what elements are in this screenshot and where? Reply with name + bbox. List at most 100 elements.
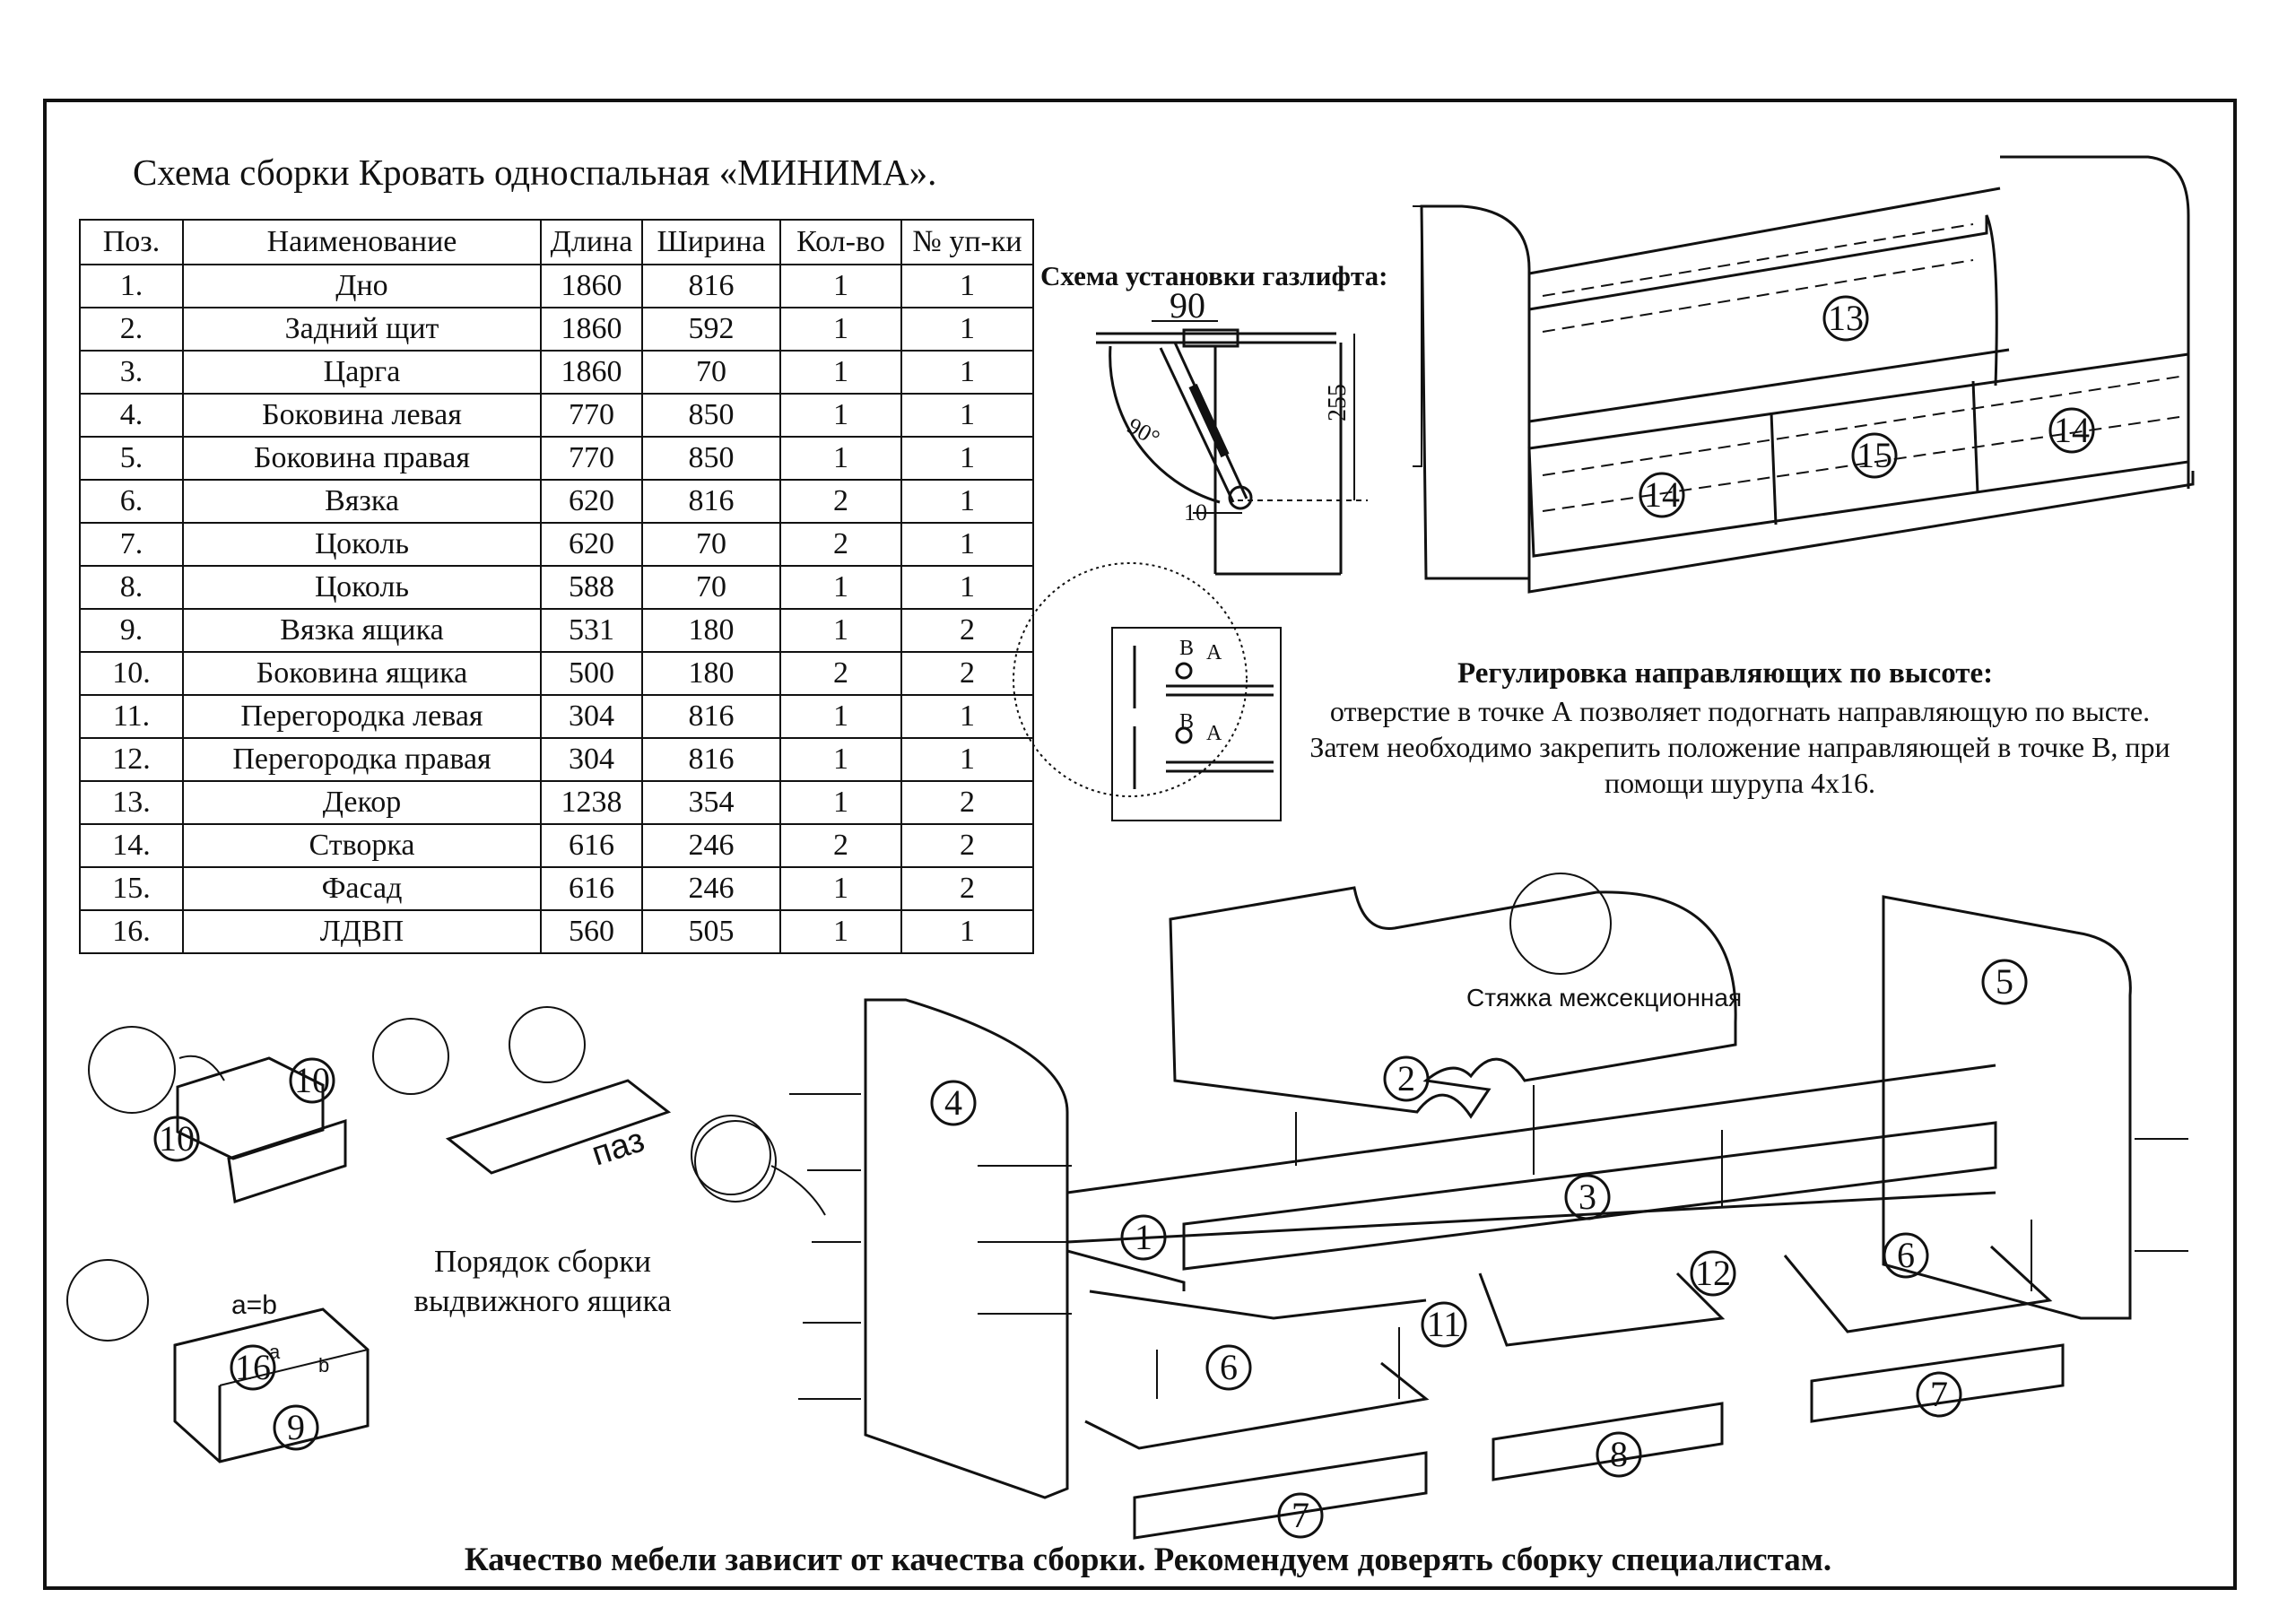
point-a-bottom: А bbox=[1206, 722, 1222, 745]
cell-pos: 7. bbox=[79, 522, 184, 567]
drawer-label-9: 9 bbox=[287, 1407, 305, 1447]
cell-length: 770 bbox=[540, 436, 643, 481]
cell-pos: 6. bbox=[79, 479, 184, 524]
cell-qty: 1 bbox=[779, 737, 902, 782]
cell-length: 1860 bbox=[540, 264, 643, 308]
cell-pos: 9. bbox=[79, 608, 184, 653]
cell-pack: 2 bbox=[900, 651, 1034, 696]
main-label-8: 8 bbox=[1610, 1434, 1628, 1474]
ab-label: a=b bbox=[231, 1290, 277, 1320]
header-pos: Поз. bbox=[79, 219, 184, 265]
cell-pack: 2 bbox=[900, 823, 1034, 868]
adjust-text: отверстие в точке А позволяет подогнать … bbox=[1309, 695, 2170, 799]
cell-length: 1860 bbox=[540, 307, 643, 352]
cell-width: 70 bbox=[641, 522, 781, 567]
cell-width: 180 bbox=[641, 651, 781, 696]
cell-pack: 1 bbox=[900, 694, 1034, 739]
main-label-1: 1 bbox=[1135, 1217, 1152, 1257]
point-b-bottom: В bbox=[1179, 710, 1194, 734]
cell-pack: 1 bbox=[900, 436, 1034, 481]
cell-width: 816 bbox=[641, 264, 781, 308]
cell-qty: 1 bbox=[779, 780, 902, 825]
cell-pack: 2 bbox=[900, 608, 1034, 653]
cell-length: 560 bbox=[540, 909, 643, 954]
cell-qty: 1 bbox=[779, 393, 902, 438]
cell-qty: 1 bbox=[779, 350, 902, 395]
cell-pos: 3. bbox=[79, 350, 184, 395]
cell-length: 304 bbox=[540, 694, 643, 739]
cell-name: Боковина левая bbox=[182, 393, 542, 438]
cell-pack: 1 bbox=[900, 909, 1034, 954]
header-pack: № уп-ки bbox=[900, 219, 1034, 265]
main-label-11: 11 bbox=[1427, 1304, 1462, 1344]
cell-name: Перегородка левая bbox=[182, 694, 542, 739]
cell-pos: 14. bbox=[79, 823, 184, 868]
main-label-7-right: 7 bbox=[1930, 1374, 1948, 1414]
cell-qty: 1 bbox=[779, 866, 902, 911]
cell-name: Боковина ящика bbox=[182, 651, 542, 696]
cell-width: 180 bbox=[641, 608, 781, 653]
cell-pack: 1 bbox=[900, 479, 1034, 524]
cell-name: Вязка bbox=[182, 479, 542, 524]
cell-width: 354 bbox=[641, 780, 781, 825]
header-name: Наименование bbox=[182, 219, 542, 265]
cell-qty: 1 bbox=[779, 608, 902, 653]
cell-pack: 2 bbox=[900, 780, 1034, 825]
cell-pack: 1 bbox=[900, 565, 1034, 610]
cell-length: 500 bbox=[540, 651, 643, 696]
main-label-4: 4 bbox=[944, 1082, 962, 1123]
cell-pos: 13. bbox=[79, 780, 184, 825]
cell-width: 70 bbox=[641, 350, 781, 395]
cell-name: Фасад bbox=[182, 866, 542, 911]
gaslift-dim-bottom: 10 bbox=[1184, 499, 1207, 525]
cell-pack: 1 bbox=[900, 522, 1034, 567]
cell-pack: 1 bbox=[900, 393, 1034, 438]
cell-name: Задний щит bbox=[182, 307, 542, 352]
cell-width: 246 bbox=[641, 823, 781, 868]
cell-width: 816 bbox=[641, 737, 781, 782]
header-length: Длина bbox=[540, 219, 643, 265]
cell-qty: 1 bbox=[779, 436, 902, 481]
gaslift-dim-side: 255 bbox=[1324, 384, 1352, 421]
cell-name: ЛДВП bbox=[182, 909, 542, 954]
exploded-view: Стяжка межсекционная bbox=[691, 873, 2188, 1540]
cell-qty: 1 bbox=[779, 264, 902, 308]
cell-width: 70 bbox=[641, 565, 781, 610]
stamp-seal bbox=[1013, 562, 1248, 797]
table-header-row: Поз. Наименование Длина Ширина Кол-во № … bbox=[79, 219, 1034, 265]
cell-length: 304 bbox=[540, 737, 643, 782]
preview-label-14-right: 14 bbox=[2054, 410, 2090, 450]
cell-length: 616 bbox=[540, 823, 643, 868]
guide-adjust-diagram: В А В А bbox=[1111, 627, 1282, 821]
groove-label: паз bbox=[587, 1121, 649, 1173]
cell-name: Цоколь bbox=[182, 522, 542, 567]
cell-pos: 2. bbox=[79, 307, 184, 352]
document-frame bbox=[43, 99, 2237, 1590]
cell-width: 592 bbox=[641, 307, 781, 352]
preview-label-15: 15 bbox=[1857, 435, 1892, 475]
cell-pos: 16. bbox=[79, 909, 184, 954]
cell-pos: 10. bbox=[79, 651, 184, 696]
cell-name: Перегородка правая bbox=[182, 737, 542, 782]
cell-length: 620 bbox=[540, 522, 643, 567]
drawer-caption: Порядок сборки выдвижного ящика bbox=[413, 1244, 672, 1318]
cell-width: 816 bbox=[641, 694, 781, 739]
cell-pos: 4. bbox=[79, 393, 184, 438]
cell-pos: 1. bbox=[79, 264, 184, 308]
main-label-6-right: 6 bbox=[1897, 1235, 1915, 1275]
drawer-label-10-left: 10 bbox=[159, 1118, 195, 1159]
main-label-6-left: 6 bbox=[1220, 1347, 1238, 1387]
